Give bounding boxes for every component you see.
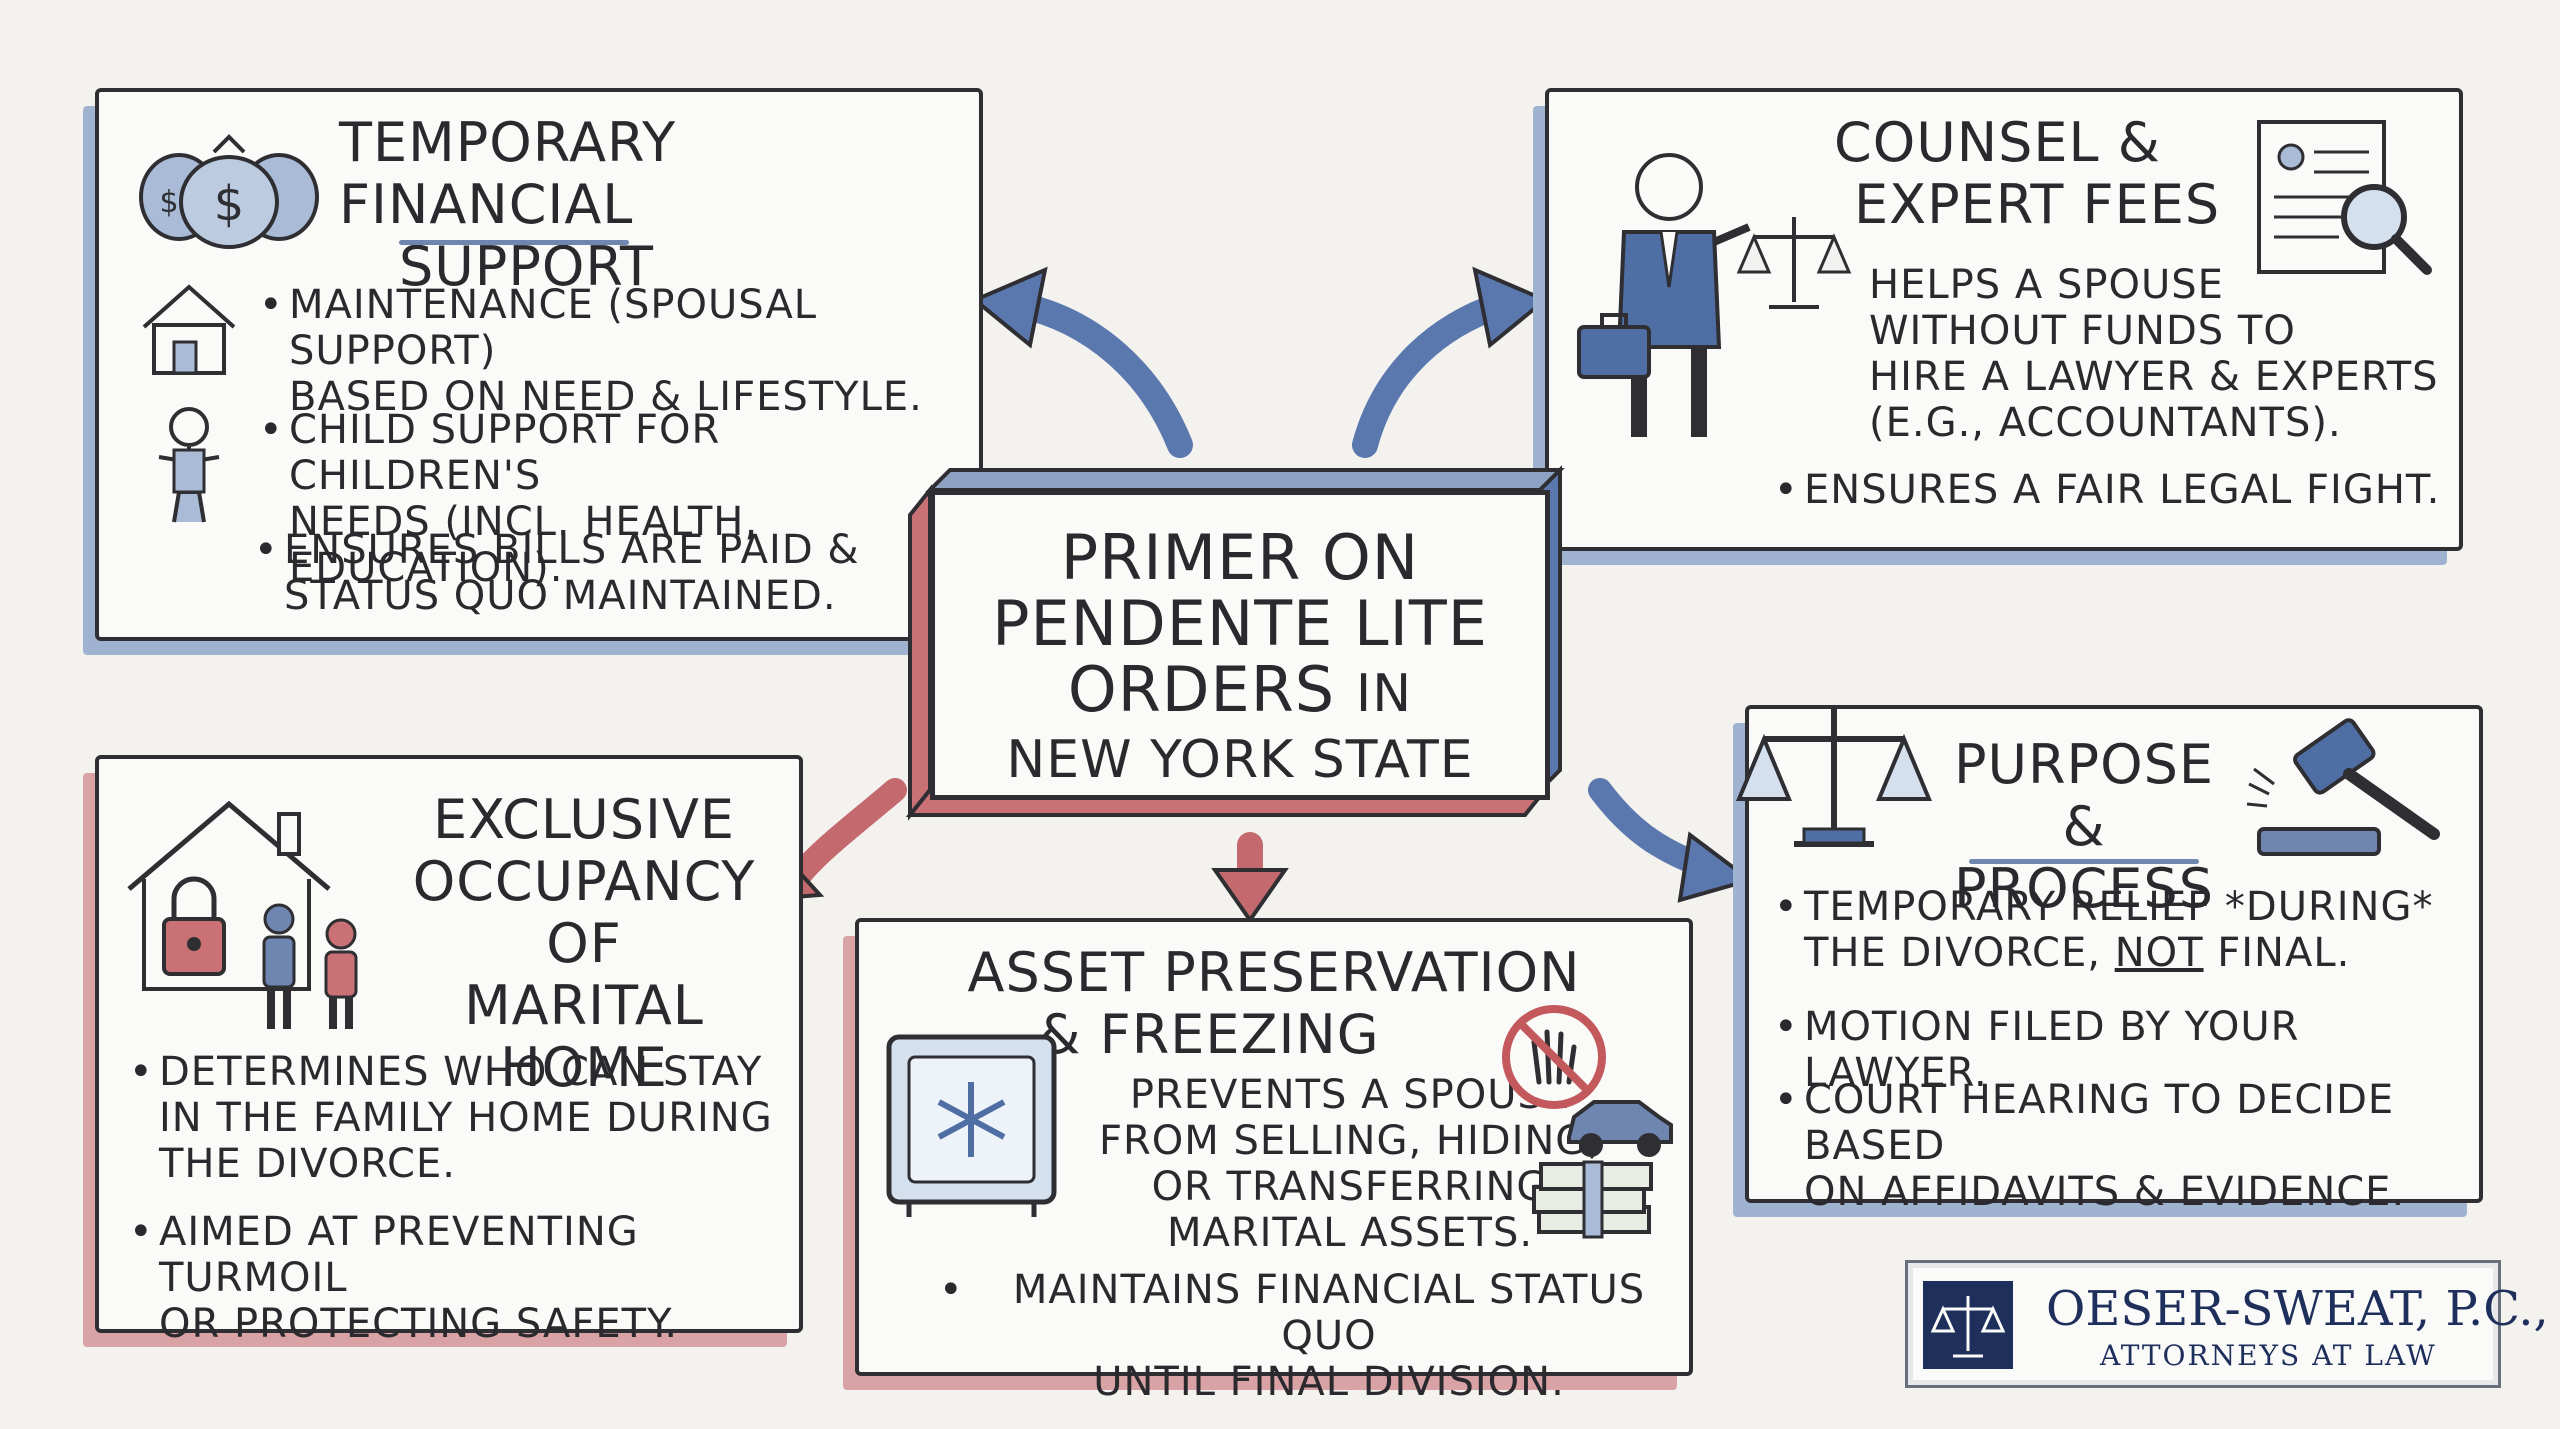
briefcase-icon (1577, 313, 1651, 379)
svg-text:$: $ (214, 176, 245, 232)
temporary-support-title: TEMPORARY FINANCIAL SUPPORT (339, 111, 677, 298)
car-icon (1567, 1100, 1673, 1157)
purpose-process-card: PURPOSE & PROCESS TEMPORARY RELIEF *DURI… (1736, 705, 2483, 1215)
arrow-to-exclusive-occupancy (788, 778, 907, 887)
counsel-fees-card: COUNSEL & EXPERT FEES HELPS A SPOUSE WIT… (1545, 88, 2463, 551)
center-title-box: PRIMER ON PENDENTE LITE ORDERS IN NEW YO… (930, 490, 1550, 800)
arrow-to-temporary-support (1007, 292, 1193, 458)
bills-paid-bullet: ENSURES BILLS ARE PAID & STATUS QUO MAIN… (254, 527, 860, 619)
child-icon (158, 407, 220, 523)
family-icon (262, 903, 358, 1029)
status-quo-bullet: MAINTAINS FINANCIAL STATUS QUO UNTIL FIN… (939, 1267, 1689, 1405)
gavel-icon (2246, 718, 2440, 856)
locked-house-icon (127, 800, 331, 991)
firm-tagline: ATTORNEYS AT LAW (2100, 1339, 2437, 1372)
temporary-relief-bullet: TEMPORARY RELIEF *DURING* THE DIVORCE, N… (1774, 884, 2433, 976)
money-bags-icon: $ $ (139, 134, 319, 249)
who-can-stay-bullet: DETERMINES WHO CAN STAY IN THE FAMILY HO… (129, 1049, 773, 1187)
safe-snowflake-icon (886, 1034, 1057, 1217)
exclusive-occupancy-card: EXCLUSIVE OCCUPANCY OF MARITAL HOME DETE… (95, 755, 803, 1347)
no-hand-icon (1502, 1005, 1606, 1109)
scales-icon (1736, 217, 1852, 309)
firm-name: OESER-SWEAT, P.C., (2046, 1281, 2549, 1337)
preventing-turmoil-bullet: AIMED AT PREVENTING TURMOIL OR PROTECTIN… (129, 1209, 799, 1347)
title-underline (1969, 859, 2199, 864)
svg-text:$: $ (159, 185, 178, 220)
counsel-fees-description: HELPS A SPOUSE WITHOUT FUNDS TO HIRE A L… (1869, 262, 2439, 446)
motion-filed-bullet: MOTION FILED BY YOUR LAWYER. (1774, 1004, 2479, 1096)
lawyer-icon (1616, 153, 1751, 437)
cash-stack-icon (1532, 1160, 1653, 1239)
firm-logo: OESER-SWEAT, P.C., ATTORNEYS AT LAW (1905, 1260, 2549, 1388)
title-underline (399, 240, 629, 245)
temporary-support-card: $ $ TEMPORARY FINANCIAL SUPPORT MAINTENA… (95, 88, 983, 641)
asset-preservation-title: ASSET PRESERVATION & FREEZING (967, 941, 1581, 1066)
counsel-fees-title: COUNSEL & EXPERT FEES (1834, 111, 2221, 236)
logo-scales-icon (1923, 1281, 2013, 1369)
court-hearing-bullet: COURT HEARING TO DECIDE BASED ON AFFIDAV… (1774, 1077, 2479, 1215)
asset-preservation-card: ASSET PRESERVATION & FREEZING PREVENTS A… (855, 918, 1693, 1405)
scales-icon (1736, 709, 1932, 847)
house-icon (142, 284, 236, 375)
document-magnifier-icon (2257, 120, 2432, 275)
center-title: PRIMER ON PENDENTE LITE ORDERS IN NEW YO… (992, 521, 1488, 791)
arrow-to-counsel-fees (1352, 292, 1513, 458)
asset-preservation-description: PREVENTS A SPOUSE FROM SELLING, HIDING, … (1099, 1072, 1601, 1256)
fair-fight-bullet: ENSURES A FAIR LEGAL FIGHT. (1774, 467, 2440, 513)
